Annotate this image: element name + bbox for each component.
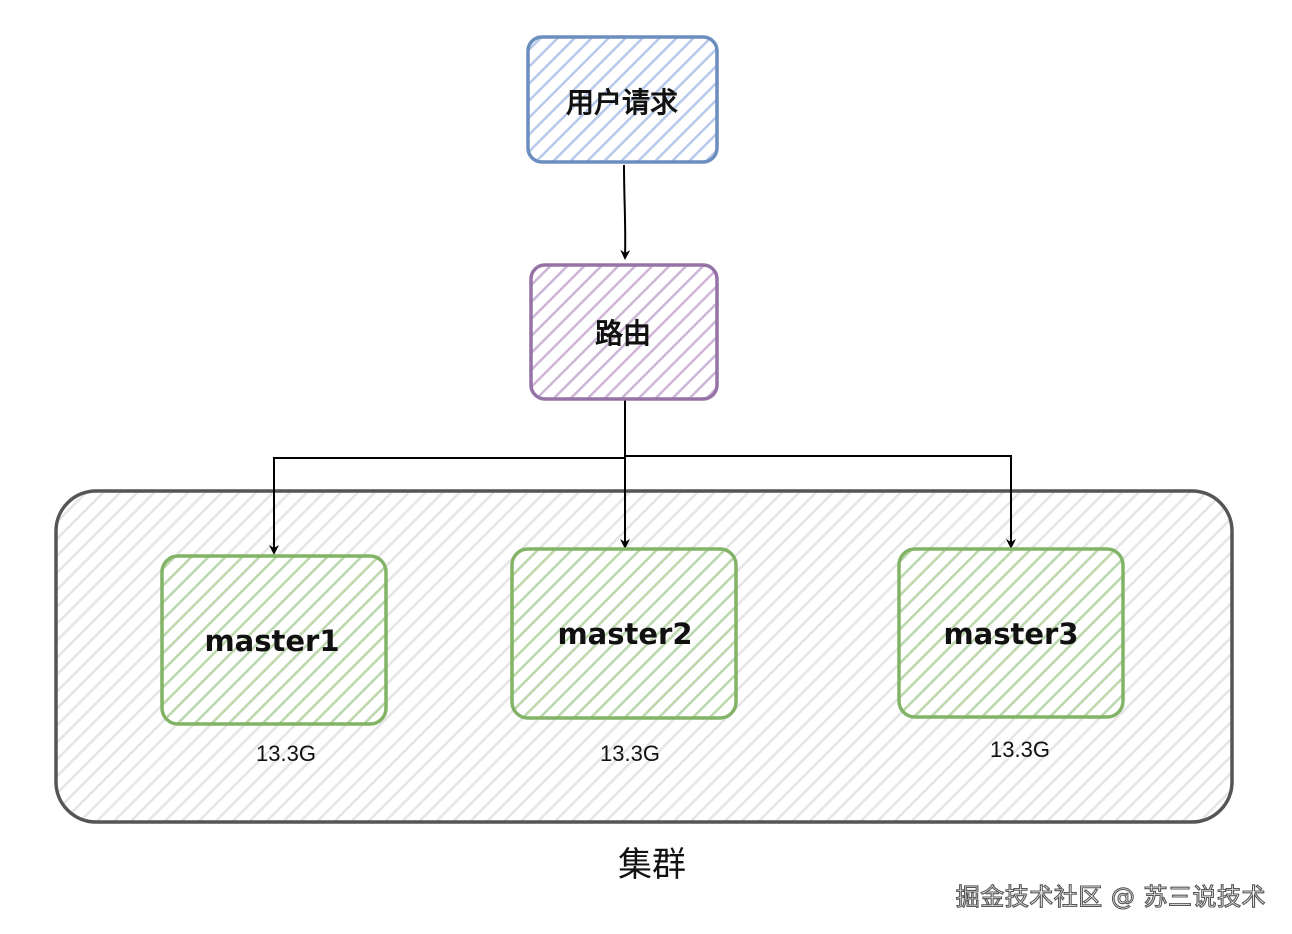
master1-size: 13.3G — [256, 741, 316, 766]
watermark: 掘金技术社区 @ 苏三说技术 — [955, 882, 1266, 911]
router-node: 路由 — [529, 263, 719, 401]
master3-label: master3 — [943, 617, 1078, 651]
master3-size: 13.3G — [990, 737, 1050, 762]
master1-label: master1 — [204, 624, 339, 658]
edge-request-to-router — [620, 164, 631, 260]
master1-node: master1 13.3G — [160, 554, 388, 766]
edge-router-to-master1 — [269, 400, 626, 555]
request-label: 用户请求 — [566, 86, 678, 119]
edges — [269, 164, 1016, 555]
master1-box — [160, 554, 388, 726]
request-node: 用户请求 — [526, 35, 719, 164]
router-box — [529, 263, 719, 401]
master2-label: master2 — [557, 617, 692, 651]
router-label: 路由 — [595, 317, 651, 350]
request-box — [526, 35, 719, 164]
master2-size: 13.3G — [600, 741, 660, 766]
edge-router-to-master3 — [625, 455, 1016, 549]
master3-box — [897, 547, 1125, 719]
master2-box — [510, 547, 738, 720]
master3-node: master3 13.3G — [897, 547, 1125, 762]
cluster-label: 集群 — [618, 845, 686, 885]
master2-node: master2 13.3G — [510, 547, 738, 766]
